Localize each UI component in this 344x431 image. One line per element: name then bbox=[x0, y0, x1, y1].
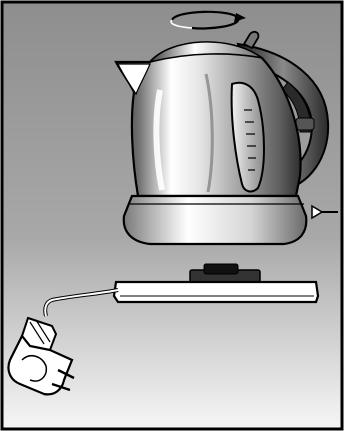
kettle-bottom bbox=[124, 196, 307, 244]
power-base bbox=[114, 282, 318, 302]
